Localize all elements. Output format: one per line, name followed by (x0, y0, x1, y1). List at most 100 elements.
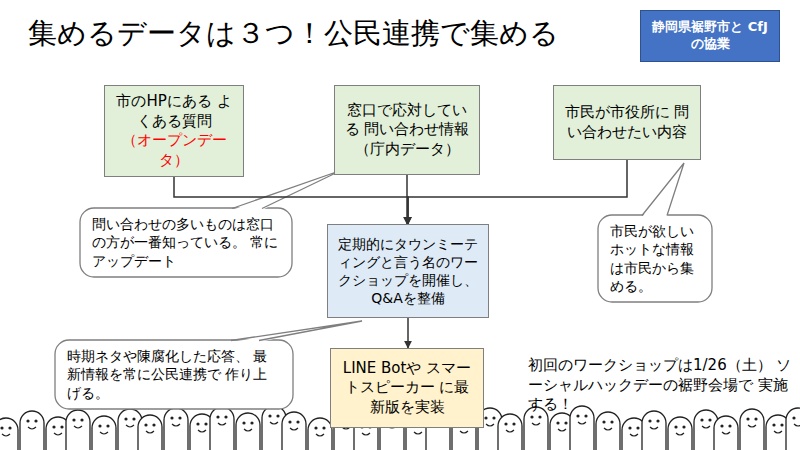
figure-mouth (198, 430, 206, 432)
node-text: 市民が欲しいホットな情報は市民から集める。 (610, 222, 700, 295)
figure-mouth (676, 433, 684, 435)
figure-eye (602, 420, 605, 423)
figure-eye (754, 417, 757, 420)
diagram-title: 集めるデータは３つ！公民連携で集める (28, 14, 559, 54)
node-text: 問い合わせの多いものは窓口の方が一番知っている。 常にアップデート (92, 215, 280, 270)
crowd-figure (668, 417, 692, 450)
data-source-box: 市民が市役所に 問い合わせたい内容 (553, 85, 701, 160)
process-box: 定期的にタウンミーティングと言う名のワークショップを開催し、Q&Aを整備 (327, 224, 489, 318)
figure-eye (132, 417, 135, 420)
figure-eye (556, 421, 559, 424)
bubble-outline (55, 340, 293, 409)
figure-mouth (290, 428, 298, 430)
node-text: 市民が市役所に 問い合わせたい内容 (562, 103, 692, 142)
figure-eye (772, 423, 775, 426)
crowd-figure (210, 407, 234, 450)
figure-eye (288, 420, 291, 423)
figure-eye (610, 420, 613, 423)
crowd-figure (92, 416, 116, 450)
figure-eye (512, 422, 515, 425)
figure-eye (708, 418, 711, 421)
figure-eye (204, 422, 207, 425)
bubble-pointer-edge (642, 163, 684, 216)
bubble-pointer (231, 321, 362, 342)
figure-eye (656, 419, 659, 422)
figure-mouth (100, 432, 108, 434)
crowd-figure (236, 413, 260, 450)
figure-eye (242, 421, 245, 424)
figure-eye (636, 426, 639, 429)
crowd-figure (164, 408, 188, 450)
figure-eye (52, 425, 55, 428)
figure-eye (8, 426, 11, 429)
node-text: 定期的にタウンミーティングと言う名のワークショップを開催し、Q&Aを整備 (336, 235, 480, 308)
node-text: LINE Botや スマートスピーカー に最新版を実装 (339, 359, 475, 418)
crowd-figure (20, 411, 44, 450)
figure-eye (484, 416, 487, 419)
figure-eye (322, 426, 325, 429)
figure-eye (576, 414, 579, 417)
bubble-pointer (232, 170, 342, 210)
figure-mouth (28, 427, 36, 429)
node-text: 静岡県裾野市と CfJの協業 (649, 19, 771, 53)
figure-eye (720, 424, 723, 427)
figure-mouth (486, 424, 494, 426)
figure-eye (98, 424, 101, 427)
data-source-box: 窓口で応対している 問い合わせ情報 （庁内データ） (334, 85, 480, 175)
figure-mouth (126, 425, 134, 427)
figure-mouth (532, 423, 540, 425)
figure-eye (152, 423, 155, 426)
figure-eye (170, 416, 173, 419)
org-badge: 静岡県裾野市と CfJの協業 (640, 10, 780, 62)
figure-eye (216, 415, 219, 418)
node-text: 時期ネタや陳腐化した応答、 最新情報を常に公民連携で 作り上げる。 (67, 347, 281, 402)
figure-eye (144, 423, 147, 426)
figure-eye (674, 425, 677, 428)
figure-eye (34, 419, 37, 422)
figure-eye (538, 415, 541, 418)
crowd-figure (596, 412, 620, 450)
figure-eye (26, 419, 29, 422)
figure-mouth (218, 423, 226, 425)
bubble-pointer (642, 163, 684, 217)
speech-bubble: 時期ネタや陳腐化した応答、 最新情報を常に公民連携で 作り上げる。 (55, 340, 293, 409)
figure-eye (124, 417, 127, 420)
crowd-figure (282, 412, 306, 450)
figure-eye (196, 422, 199, 425)
speech-bubble: 問い合わせの多いものは窓口の方が一番知っている。 常にアップデート (80, 208, 292, 277)
figure-mouth (558, 429, 566, 431)
figure-mouth (74, 426, 82, 428)
note-label: 初回のワークショップは1/26（土） ソーシャルハックデーの裾野会場で 実施する… (528, 356, 793, 415)
figure-eye (224, 415, 227, 418)
crowd-figure (498, 414, 522, 450)
crowd-figure (138, 415, 162, 450)
crowd-figure (740, 409, 764, 450)
figure-mouth (244, 429, 252, 431)
figure-mouth (794, 424, 800, 426)
bubble-pointer-edge (232, 170, 342, 209)
node-text: 窓口で応対している 問い合わせ情報 （庁内データ） (343, 101, 471, 160)
figure-eye (492, 416, 495, 419)
figure-eye (628, 426, 631, 429)
figure-eye (296, 420, 299, 423)
figure-mouth (414, 432, 422, 434)
figure-eye (276, 414, 279, 417)
node-text: 市のHPにある よくある質問 (113, 92, 235, 131)
figure-mouth (604, 428, 612, 430)
figure-eye (250, 421, 253, 424)
figure-eye (792, 416, 795, 419)
bubble-outline (80, 208, 292, 277)
figure-eye (728, 424, 731, 427)
output-box: LINE Botや スマートスピーカー に最新版を実装 (330, 348, 484, 428)
figure-eye (178, 416, 181, 419)
crowd-figure (570, 406, 594, 450)
bubble-pointer-edge (231, 321, 362, 341)
figure-eye (80, 418, 83, 421)
figure-eye (780, 423, 783, 426)
figure-mouth (2, 434, 10, 436)
figure-mouth (722, 432, 730, 434)
figure-eye (700, 418, 703, 421)
figure-eye (648, 419, 651, 422)
crowd-figure (786, 408, 800, 450)
figure-mouth (630, 434, 638, 436)
